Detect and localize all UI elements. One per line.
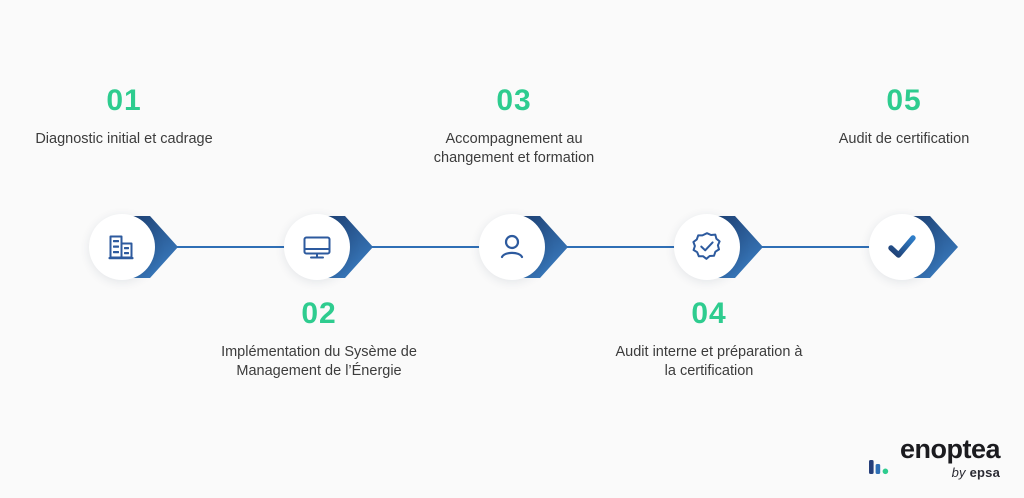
logo-tagline-brand: epsa bbox=[969, 465, 1000, 480]
step-caption-2: 02 Implémentation du Sysème de Managemen… bbox=[214, 299, 424, 381]
process-node-1[interactable] bbox=[89, 214, 189, 280]
brand-logo[interactable]: enoptea by epsa bbox=[867, 434, 1001, 480]
step-number-1: 01 bbox=[106, 84, 142, 117]
process-node-2[interactable] bbox=[284, 214, 384, 280]
checkmark-icon bbox=[888, 235, 916, 258]
step-number-4: 04 bbox=[691, 297, 727, 330]
logo-tagline: by epsa bbox=[952, 465, 1000, 480]
process-icon-circle-2 bbox=[284, 214, 350, 280]
process-icon-circle-4 bbox=[674, 214, 740, 280]
user-icon bbox=[500, 234, 524, 259]
process-node-5[interactable] bbox=[869, 214, 969, 280]
process-node-3[interactable] bbox=[479, 214, 579, 280]
step-number-3: 03 bbox=[496, 84, 532, 117]
step-label-1: Diagnostic initial et cadrage bbox=[35, 131, 213, 147]
process-icon-circle-1 bbox=[89, 214, 155, 280]
step-label-2: Implémentation du Sysème de Management d… bbox=[221, 344, 417, 380]
logo-text: enoptea by epsa bbox=[899, 434, 1001, 480]
step-number-5: 05 bbox=[886, 84, 922, 117]
logo-wordmark: enoptea bbox=[899, 434, 1001, 465]
monitor-icon bbox=[303, 236, 331, 259]
step-caption-4: 04 Audit interne et préparation à la cer… bbox=[604, 299, 814, 381]
step-number-2: 02 bbox=[301, 297, 337, 330]
process-node-4[interactable] bbox=[674, 214, 774, 280]
bar-chart-mark-icon bbox=[868, 460, 889, 475]
building-icon bbox=[108, 235, 134, 260]
step-label-3: Accompagnement au changement et formatio… bbox=[433, 131, 595, 167]
badge-check-icon bbox=[692, 232, 721, 260]
logo-tagline-prefix: by bbox=[951, 465, 970, 480]
process-icon-circle-3 bbox=[479, 214, 545, 280]
step-label-4: Audit interne et préparation à la certif… bbox=[615, 344, 803, 380]
process-icon-circle-5 bbox=[869, 214, 935, 280]
step-label-5: Audit de certification bbox=[838, 131, 970, 147]
